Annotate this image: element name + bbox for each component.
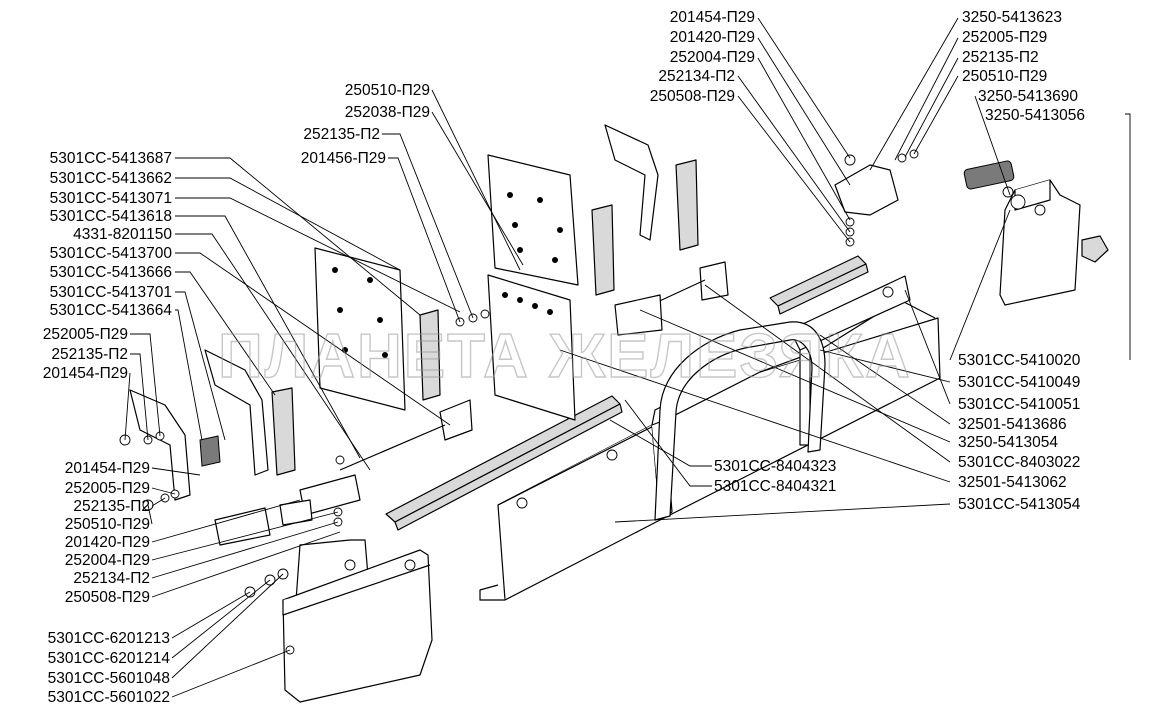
label-5301cc-5410051: 5301СС-5410051: [958, 396, 1080, 413]
mounting-plate-left: [129, 247, 441, 501]
leader-lines: [124, 17, 1131, 698]
label-5301cc-5410020: 5301СС-5410020: [958, 352, 1081, 369]
label-3250-5413623: 3250-5413623: [962, 9, 1062, 26]
label-4331-8201150: 4331-8201150: [73, 226, 172, 243]
label-201420-p29-low: 201420-П29: [65, 534, 150, 551]
label-250510-p29-top: 250510-П29: [962, 68, 1047, 85]
label-5301cc-5413701: 5301СС-5413701: [50, 284, 172, 301]
label-32501-5413062: 32501-5413062: [958, 474, 1067, 491]
label-5301cc-8404321: 5301СС-8404321: [714, 478, 836, 495]
label-5301cc-8403022: 5301СС-8403022: [958, 454, 1080, 471]
label-3250-5413690: 3250-5413690: [978, 88, 1078, 105]
mounting-plate-lower: [487, 274, 576, 421]
hinges: [119, 261, 729, 598]
label-252135-p2-mid: 252135-П2: [303, 126, 380, 143]
label-3250-5413056: 3250-5413056: [985, 107, 1085, 124]
label-5301cc-5601048: 5301СС-5601048: [48, 670, 170, 687]
parts-drawing: [119, 124, 1109, 703]
label-5301cc-5413666: 5301СС-5413666: [50, 264, 172, 281]
mudguard-panel-large: [479, 275, 941, 601]
label-250510-p29-mid: 250510-П29: [345, 82, 430, 99]
label-5301cc-5413700: 5301СС-5413700: [50, 245, 173, 262]
label-5301cc-6201213: 5301СС-6201213: [48, 630, 170, 647]
label-252135-p2-low: 252135-П2: [73, 498, 150, 515]
bracket-upper-right: [999, 179, 1109, 306]
label-252038-p29: 252038-П29: [345, 104, 430, 121]
label-5301cc-6201214: 5301СС-6201214: [48, 650, 171, 667]
label-5301cc-5601022: 5301СС-5601022: [48, 689, 170, 706]
label-252005-p29-top: 252005-П29: [962, 29, 1047, 46]
label-201456-p29: 201456-П29: [301, 150, 386, 167]
rubber-blocks: [963, 160, 1026, 210]
label-252005-p29-low: 252005-П29: [65, 480, 150, 497]
label-5301cc-5413054: 5301СС-5413054: [958, 496, 1081, 513]
label-252135-p2-left: 252135-П2: [51, 346, 128, 363]
label-252134-p2-top: 252134-П2: [658, 68, 735, 85]
rubber-strips: [385, 255, 869, 531]
label-5301cc-5413687: 5301СС-5413687: [50, 150, 172, 167]
label-5301cc-8404323: 5301СС-8404323: [714, 458, 836, 475]
label-201454-p29-low: 201454-П29: [65, 460, 150, 477]
label-5301cc-5413618: 5301СС-5413618: [50, 208, 172, 225]
mudguard-left: [282, 539, 433, 703]
arch-frame: [654, 321, 826, 521]
label-252005-p29-left: 252005-П29: [43, 326, 128, 343]
watermark-text: ПЛАНЕТА ЖЕЛЕЗЯКА: [218, 322, 912, 391]
mounting-plate-upper: [487, 124, 699, 296]
label-201420-p29-top: 201420-П29: [670, 29, 755, 46]
label-201454-p29-left: 201454-П29: [43, 365, 128, 382]
label-32501-5413686: 32501-5413686: [958, 416, 1067, 433]
label-201454-p29-top: 201454-П29: [670, 9, 755, 26]
label-250508-p29-low: 250508-П29: [65, 589, 150, 606]
label-5301cc-5413071: 5301СС-5413071: [50, 190, 172, 207]
label-252004-p29-low: 252004-П29: [65, 552, 150, 569]
label-5301cc-5413662: 5301СС-5413662: [50, 170, 172, 187]
label-3250-5413054: 3250-5413054: [958, 434, 1058, 451]
label-252004-p29-top: 252004-П29: [670, 49, 755, 66]
label-252135-p2-top: 252135-П2: [962, 49, 1039, 66]
label-5301cc-5413664: 5301СС-5413664: [50, 302, 173, 319]
part-labels: 201454-П29 201420-П29 252004-П29 252134-…: [43, 9, 1085, 706]
label-250510-p29-low: 250510-П29: [65, 516, 150, 533]
bracket-top-center: [834, 149, 919, 247]
label-252134-p2-low: 252134-П2: [73, 570, 150, 587]
label-5301cc-5410049: 5301СС-5410049: [958, 374, 1080, 391]
label-250508-p29-top: 250508-П29: [650, 88, 735, 105]
